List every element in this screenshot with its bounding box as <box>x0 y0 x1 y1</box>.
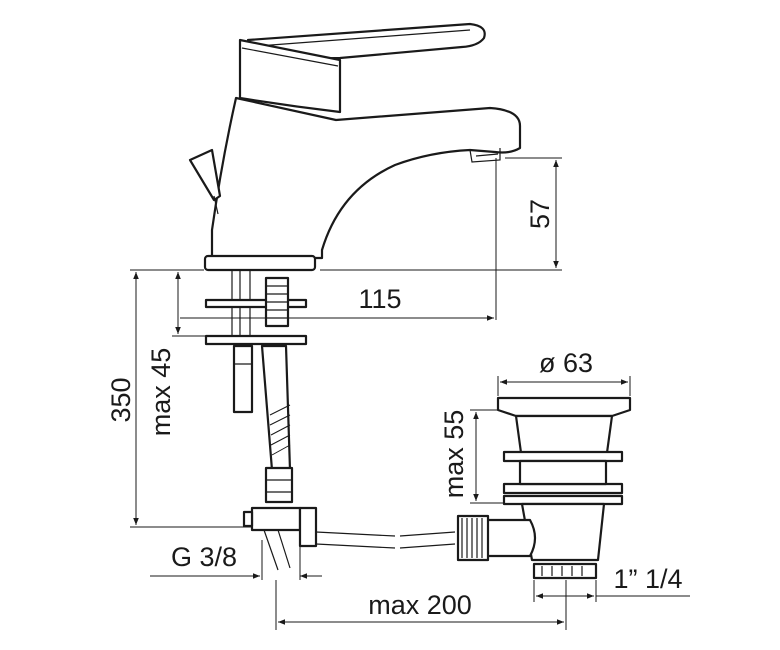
dimension-lines <box>130 157 690 630</box>
popup-waste <box>456 396 632 580</box>
dim-max-clamp: max 45 <box>146 348 176 437</box>
dim-waste-thread: 1” 1/4 <box>613 564 682 594</box>
cartridge-cap <box>238 38 342 114</box>
base-plate <box>203 254 317 272</box>
popup-knob <box>188 148 222 202</box>
dim-outlet-height: 57 <box>525 199 555 229</box>
hose-connector <box>264 466 294 504</box>
waste-flange <box>496 396 632 418</box>
dim-thread-inlet: G 3/8 <box>171 542 237 572</box>
dim-waste-max: max 55 <box>439 410 469 499</box>
hose-hatch <box>269 404 291 456</box>
spout <box>210 96 522 260</box>
pivot-nut <box>456 514 490 562</box>
mounting-assembly <box>204 270 318 571</box>
dim-rod-length: max 200 <box>368 590 472 620</box>
fixing-plate <box>204 334 308 346</box>
waste-washer-3 <box>502 494 624 506</box>
inlet-fitting <box>250 506 302 532</box>
dim-spout-reach: 115 <box>358 284 401 314</box>
waste-washer-1 <box>502 450 624 463</box>
dim-total-height: 350 <box>106 377 136 422</box>
faucet-body <box>188 22 522 272</box>
dim-waste-diameter: ø 63 <box>539 348 593 378</box>
flexible-hose <box>260 344 292 472</box>
waste-thread <box>532 562 598 580</box>
connecting-rod <box>315 531 456 549</box>
pivot-housing <box>484 518 537 558</box>
waste-washer-2 <box>502 482 624 495</box>
dimension-labels: 57 115 350 max 45 ø 63 max 55 G 3/8 max … <box>106 199 683 620</box>
fixing-nut <box>264 276 290 328</box>
top-washer <box>204 298 308 309</box>
